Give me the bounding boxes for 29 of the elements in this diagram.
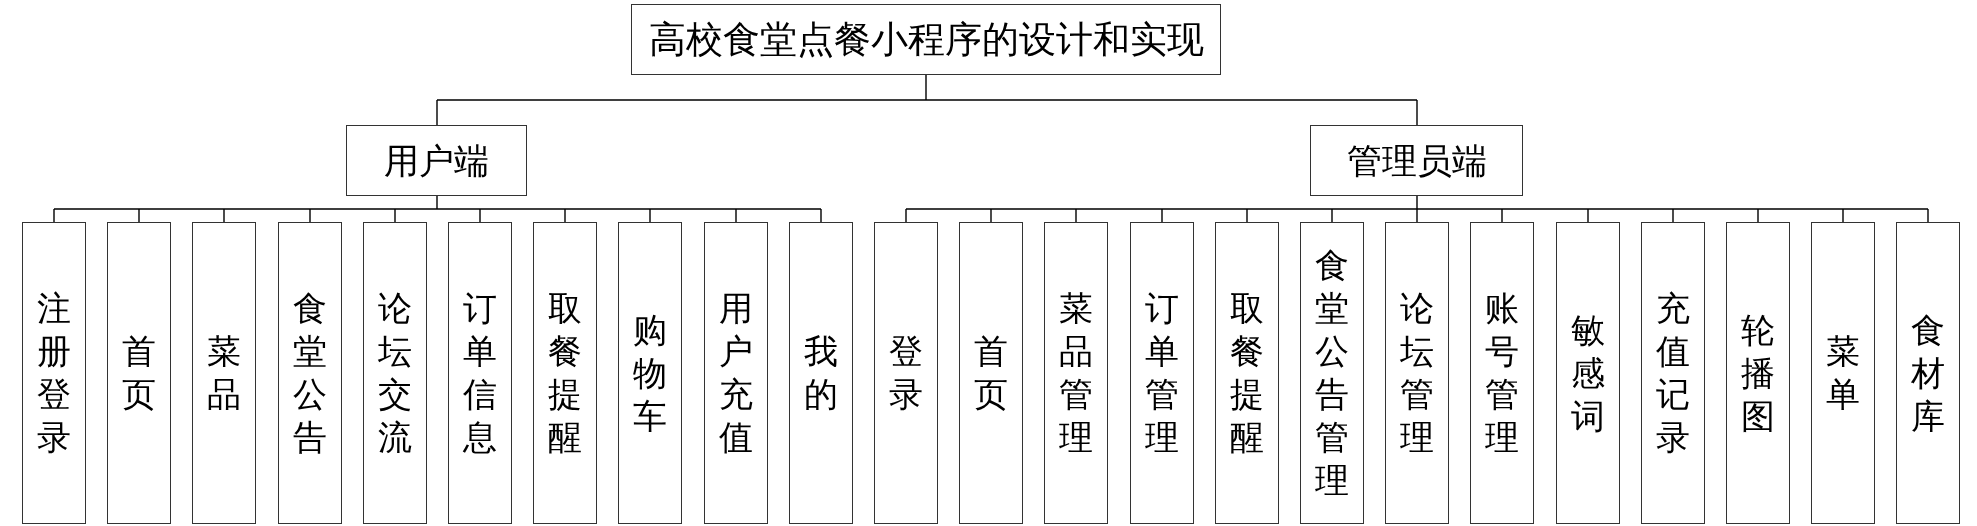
module-box: 注册登录 <box>22 222 86 524</box>
module-box: 首页 <box>107 222 171 524</box>
module-box: 论坛管理 <box>1385 222 1449 524</box>
module-box: 食堂公告管理 <box>1300 222 1364 524</box>
module-box: 账号管理 <box>1470 222 1534 524</box>
connector-line <box>436 74 1418 126</box>
module-box: 用户充值 <box>704 222 768 524</box>
module-box: 取餐提醒 <box>1215 222 1279 524</box>
branch-box: 用户端 <box>346 125 527 196</box>
module-box: 充值记录 <box>1641 222 1705 524</box>
module-box: 首页 <box>959 222 1023 524</box>
module-box: 论坛交流 <box>363 222 427 524</box>
module-box: 敏感词 <box>1556 222 1620 524</box>
module-box: 食材库 <box>1896 222 1960 524</box>
module-box: 登录 <box>874 222 938 524</box>
module-box: 食堂公告 <box>278 222 342 524</box>
module-box: 取餐提醒 <box>533 222 597 524</box>
module-box: 轮播图 <box>1726 222 1790 524</box>
module-box: 购物车 <box>618 222 682 524</box>
module-box: 订单信息 <box>448 222 512 524</box>
connector-line <box>905 195 1929 223</box>
connector-line <box>53 195 822 223</box>
branch-box: 管理员端 <box>1310 125 1523 196</box>
module-box: 订单管理 <box>1130 222 1194 524</box>
module-box: 菜品管理 <box>1044 222 1108 524</box>
module-box: 菜单 <box>1811 222 1875 524</box>
module-box: 菜品 <box>192 222 256 524</box>
title-box: 高校食堂点餐小程序的设计和实现 <box>631 4 1221 75</box>
module-box: 我的 <box>789 222 853 524</box>
